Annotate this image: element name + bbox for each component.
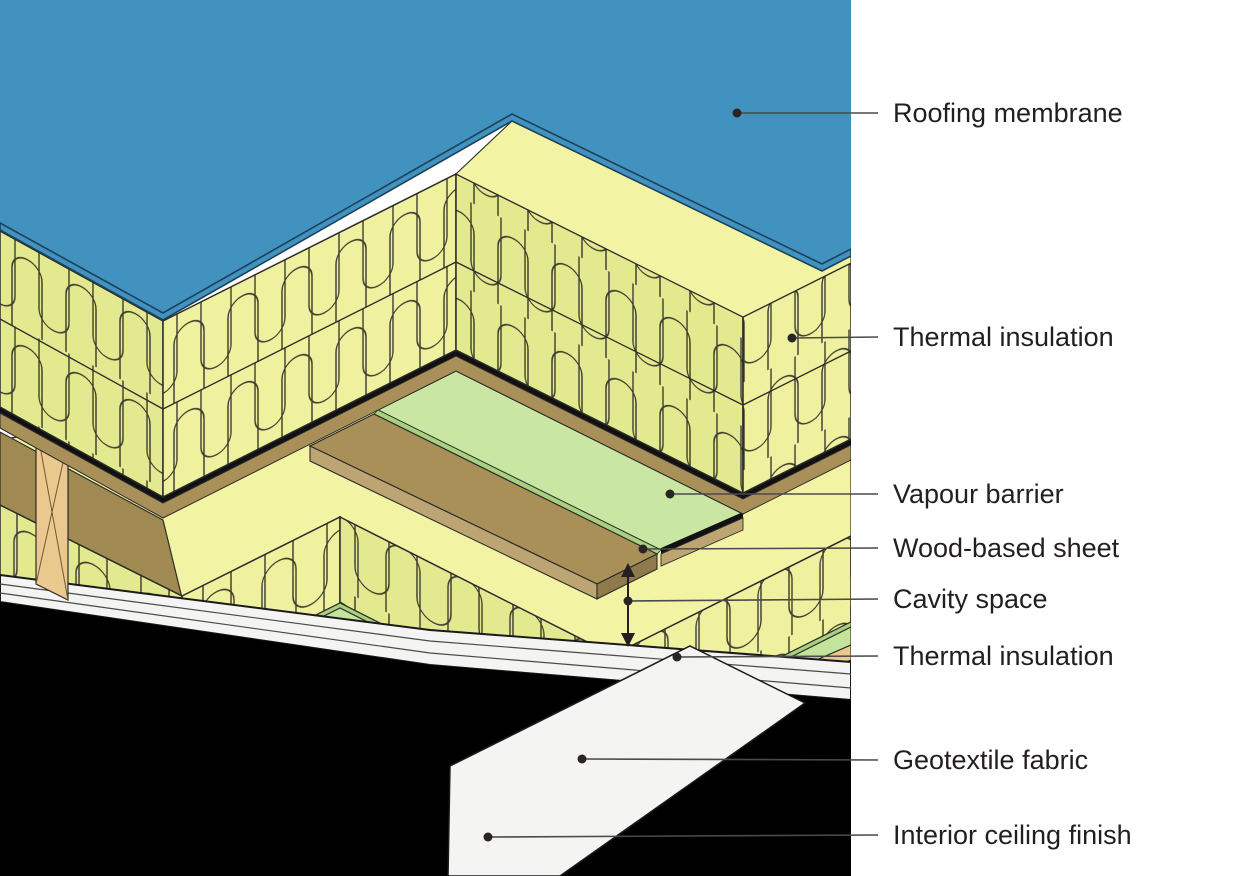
leader-thermal-insulation-lower <box>676 655 879 658</box>
label-geotextile-fabric: Geotextile fabric <box>893 745 1089 775</box>
cavity-timber-post <box>35 423 69 601</box>
leader-dot-vapour-barrier <box>665 489 675 499</box>
leader-wood-based-sheet <box>642 547 879 550</box>
leader-dot-geotextile-fabric <box>577 754 587 764</box>
upper-insulation-cut-faces <box>0 172 851 499</box>
leader-dot-thermal-insulation-upper <box>787 333 797 343</box>
leader-dot-thermal-insulation-lower <box>672 652 682 662</box>
leader-lines <box>487 112 879 838</box>
leader-dots <box>483 108 797 842</box>
ceiling-top-surface <box>447 645 807 876</box>
label-roofing-membrane: Roofing membrane <box>893 98 1123 128</box>
leader-dot-interior-ceiling-finish <box>483 832 493 842</box>
leader-interior-ceiling-finish <box>487 834 879 838</box>
leader-cavity-space <box>627 598 879 602</box>
wood-sheet-edge-stripe <box>0 355 851 519</box>
leader-geotextile-fabric <box>581 758 879 761</box>
label-vapour-barrier: Vapour barrier <box>893 479 1064 509</box>
roofing-membrane-surface <box>0 0 851 321</box>
label-wood-based-sheet: Wood-based sheet <box>893 533 1120 563</box>
leader-dot-cavity-space <box>623 596 633 606</box>
leader-dot-roofing-membrane <box>732 108 742 118</box>
label-thermal-insulation-upper: Thermal insulation <box>893 322 1114 352</box>
label-thermal-insulation-lower: Thermal insulation <box>893 641 1114 671</box>
label-interior-ceiling-finish: Interior ceiling finish <box>893 820 1132 850</box>
leader-dot-wood-based-sheet <box>638 544 648 554</box>
leader-thermal-insulation-upper <box>791 336 879 339</box>
wood-sheet-surface <box>308 413 744 600</box>
label-cavity-space: Cavity space <box>893 584 1048 614</box>
